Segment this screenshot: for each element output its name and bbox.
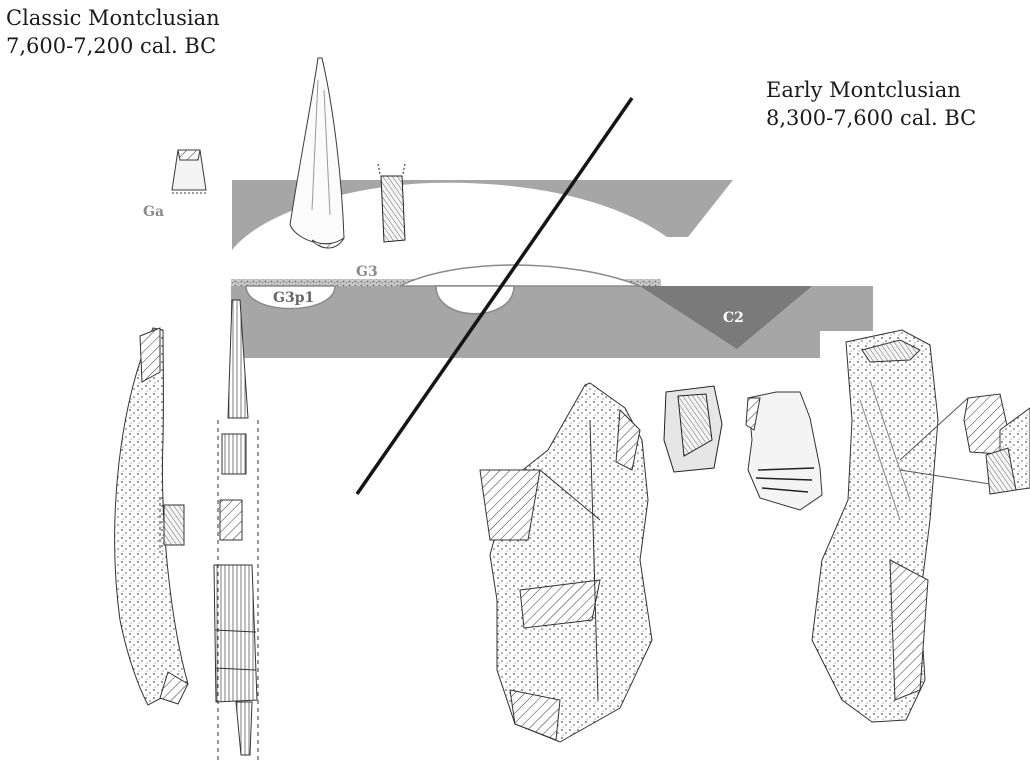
g3-lens — [400, 265, 640, 286]
bone-point-drawing — [290, 58, 344, 248]
dark-blade-drawing — [378, 164, 405, 242]
g3p1-label: G3p1 — [273, 290, 314, 306]
long-bone-drawing — [812, 330, 990, 722]
bead-artefact-drawing — [172, 150, 206, 193]
small-fragment-drawing — [160, 497, 184, 553]
ga-label: Ga — [143, 204, 164, 220]
dark-flake-drawing — [664, 386, 722, 472]
large-core-drawing — [480, 383, 652, 742]
segmented-rod-drawing — [214, 300, 258, 760]
c2-label: C2 — [723, 310, 744, 326]
g3-label: G3 — [356, 264, 378, 280]
cut-bone-fragment-drawing — [746, 392, 822, 510]
bone-detail-inset — [964, 394, 1030, 494]
